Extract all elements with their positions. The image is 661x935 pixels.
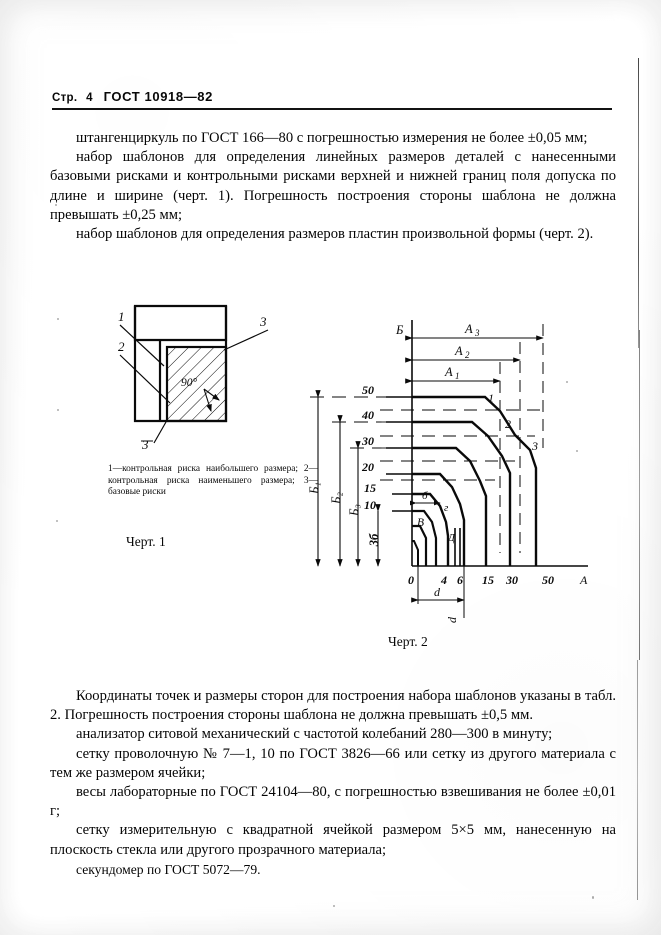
figure2-xtick-30: 30 <box>505 573 518 587</box>
paragraph: секундомер по ГОСТ 5072—79. <box>76 861 261 877</box>
figure2-profile-4 <box>412 472 466 566</box>
page-header: Стр. 4 ГОСТ 10918—82 <box>52 89 213 104</box>
figure2-xtick-6: 6 <box>457 573 463 587</box>
figure2-label-b-small: б <box>422 490 428 502</box>
figure2-label-D: Д <box>447 532 456 544</box>
scan-speck <box>566 381 568 383</box>
scan-speck <box>592 896 594 899</box>
svg-text:1: 1 <box>455 371 460 381</box>
figure2-axis-y-label: Б <box>395 323 404 337</box>
paragraph: штангенциркуль по ГОСТ 166—80 с погрешно… <box>76 130 588 146</box>
figure2-dim-B2: Б₂ <box>329 491 343 504</box>
figure-2-drawing: A 3 A 2 A 1 Б 50 40 30 <box>300 298 600 628</box>
standard-number: ГОСТ 10918—82 <box>103 89 213 104</box>
figure2-ytick-15: 15 <box>364 481 376 495</box>
figure2-profile-7 <box>412 524 428 566</box>
scan-speck <box>57 409 59 411</box>
figure2-profile-6 <box>412 509 438 566</box>
scan-edge-artifact-lower <box>639 330 640 660</box>
figure2-dim-B3: Б₃ <box>347 504 361 517</box>
figure2-ytick-30: 30 <box>361 434 374 448</box>
paragraph: весы лабораторные по ГОСТ 24104—80, с по… <box>50 784 616 820</box>
figure2-dim-A2: A <box>454 344 463 358</box>
paragraph: сетку проволочную № 7—1, 10 по ГОСТ 3826… <box>50 745 616 781</box>
figure2-curve-label-3: 3 <box>531 439 538 453</box>
paragraph: анализатор ситовой механический с частот… <box>76 726 553 743</box>
figure2-ytick-40: 40 <box>361 408 374 422</box>
figure1-callout-3-top: 3 <box>259 314 267 329</box>
figure2-profile-3 <box>412 395 538 566</box>
figure2-curve-label-2: 2 <box>505 417 511 431</box>
figure2-ytick-10: 10 <box>364 498 376 512</box>
figure1-callout-3-bottom: 3 <box>141 437 149 450</box>
figure2-profile-1 <box>412 446 488 566</box>
figure2-profile-8 <box>412 540 419 566</box>
figure2-axis-x-label: A <box>579 573 588 587</box>
scan-speck <box>56 520 58 522</box>
figure1-callout-1: 1 <box>118 309 125 324</box>
scan-edge-artifact <box>638 58 639 348</box>
figure1-callout-2: 2 <box>118 339 125 354</box>
figure2-ytick-50: 50 <box>362 383 374 397</box>
figure2-xtick-15: 15 <box>482 573 494 587</box>
paragraph: набор шаблонов для определения размеров … <box>76 226 594 243</box>
svg-text:2: 2 <box>465 350 470 360</box>
page-number: 4 <box>86 92 93 104</box>
figure-2-svg: A 3 A 2 A 1 Б 50 40 30 <box>307 320 588 623</box>
figure-1-caption: Черт. 1 <box>126 534 166 549</box>
figure2-curve-label-1: 1 <box>488 391 494 405</box>
page-label: Стр. <box>52 92 78 104</box>
figure2-xtick-0: 0 <box>408 573 414 587</box>
body-text-top: штангенциркуль по ГОСТ 166—80 с погрешно… <box>50 129 616 244</box>
body-text-bottom: Координаты точек и размеры сторон для по… <box>50 687 616 879</box>
figure2-dim-B1: Б₁ <box>307 482 321 495</box>
paragraph: Координаты точек и размеры сторон для по… <box>50 688 616 724</box>
figure2-dim-A3: A <box>464 322 473 336</box>
figure2-dim-A1: A <box>444 365 453 379</box>
svg-text:3: 3 <box>474 328 480 338</box>
figure2-ytick-20: 20 <box>361 460 374 474</box>
figure2-dim-3b: 3б <box>367 533 381 547</box>
paragraph: сетку измерительную с квадратной ячейкой… <box>50 822 616 858</box>
scan-speck <box>333 905 335 907</box>
figure-1-svg: 1 2 3 3 90° <box>118 304 269 450</box>
figure2-dim-d-horizontal: d <box>434 585 441 599</box>
scan-speck <box>576 450 578 452</box>
paragraph: набор шаблонов для определения линейных … <box>50 149 616 223</box>
figure-1-legend-text: 1—контрольная риска наибольшего размера;… <box>108 464 318 498</box>
figure2-xtick-50: 50 <box>542 573 554 587</box>
figure2-xtick-4: 4 <box>440 573 447 587</box>
scan-speck <box>55 204 57 206</box>
figure2-profile-5 <box>412 492 450 566</box>
figure2-dim-d-vertical: d <box>445 616 459 623</box>
header-rule <box>52 108 612 110</box>
figure2-profile-2 <box>412 420 512 566</box>
scan-edge-artifact-bottom <box>637 660 638 900</box>
scan-speck <box>57 318 59 320</box>
figure-2-caption: Черт. 2 <box>388 634 428 649</box>
figure2-label-V: В <box>417 517 424 529</box>
figure1-angle-label: 90° <box>181 377 198 389</box>
figure2-label-g: г <box>444 502 449 514</box>
figure-1-legend: 1—контрольная риска наибольшего размера;… <box>108 464 318 499</box>
figure-1-drawing: 1 2 3 3 90° <box>118 303 270 450</box>
